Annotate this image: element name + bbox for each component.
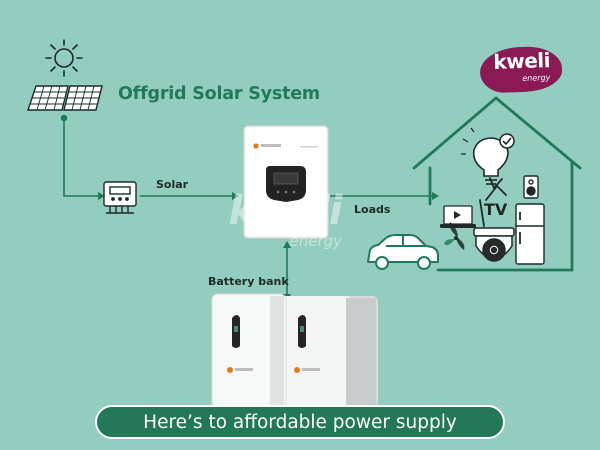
inverter-icon bbox=[243, 125, 329, 239]
lightbulb-icon bbox=[461, 127, 509, 185]
battery-icon bbox=[211, 293, 378, 409]
tagline-banner: Here’s to affordable power supply bbox=[95, 405, 505, 439]
speaker-icon bbox=[523, 175, 539, 199]
solar-label: Solar bbox=[156, 178, 189, 191]
laptop-icon bbox=[440, 205, 476, 228]
tagline-text: Here’s to affordable power supply bbox=[143, 411, 457, 433]
battery-bank-label: Battery bank bbox=[208, 275, 289, 288]
logo-wordmark: kweli bbox=[493, 47, 551, 74]
fan-icon bbox=[444, 222, 465, 250]
charge-controller-icon bbox=[103, 181, 137, 214]
watermark-wordmark: kweli bbox=[228, 188, 342, 234]
logo-subtext: energy bbox=[522, 72, 551, 83]
solar-panel-icon bbox=[27, 85, 103, 111]
car-icon bbox=[367, 234, 439, 270]
diagram-title: Offgrid Solar System bbox=[118, 84, 320, 104]
checkmark-icon bbox=[499, 133, 515, 149]
wiring bbox=[60, 114, 432, 298]
watermark-subtext: energy bbox=[289, 232, 342, 250]
tv-icon bbox=[479, 177, 507, 227]
cctv-camera-icon bbox=[473, 227, 515, 262]
tv-label: TV bbox=[484, 200, 508, 219]
house-icon bbox=[412, 96, 582, 272]
refrigerator-icon bbox=[515, 203, 545, 265]
sun-icon bbox=[45, 39, 83, 77]
loads-label: Loads bbox=[354, 203, 391, 216]
kweli-watermark: kweli energy bbox=[200, 188, 370, 254]
